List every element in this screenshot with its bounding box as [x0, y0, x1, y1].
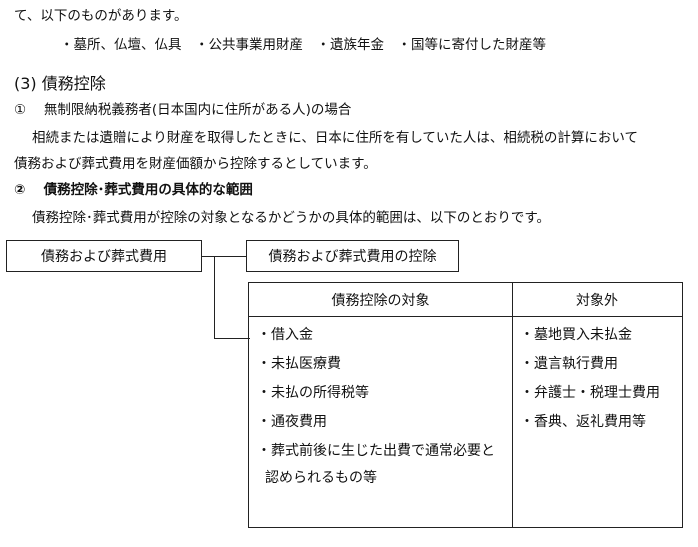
section-heading: (3) 債務控除 — [14, 74, 106, 93]
included-item: ・通夜費用 — [257, 414, 327, 430]
included-item: ・未払の所得税等 — [257, 385, 369, 401]
excluded-item: ・墓地買入未払金 — [520, 327, 632, 343]
table-header-included: 債務控除の対象 — [249, 283, 512, 317]
deduction-box: 債務および葬式費用の控除 — [246, 240, 459, 272]
intro-bullet-list: ・墓所、仏壇、仏具 ・公共事業用財産 ・遺族年金 ・国等に寄付した財産等 — [60, 37, 546, 53]
included-item: ・葬式前後に生じた出費で通常必要と — [257, 443, 495, 459]
excluded-item: ・弁護士・税理士費用 — [520, 385, 660, 401]
deduction-table: 債務控除の対象 対象外 ・借入金 ・未払医療費 ・未払の所得税等 ・通夜費用 ・… — [248, 282, 683, 528]
connector-vertical — [214, 256, 215, 339]
connector-horizontal-bottom — [214, 338, 250, 339]
included-item: ・未払医療費 — [257, 356, 341, 372]
subsection-1-paragraph-line-2: 債務および葬式費用を財産価額から控除するとしています。 — [14, 156, 377, 172]
intro-line-1: て、以下のものがあります。 — [14, 8, 188, 24]
excluded-item: ・香典、返礼費用等 — [520, 414, 646, 430]
included-item: ・借入金 — [257, 327, 313, 343]
subsection-2-title: ② 債務控除･葬式費用の具体的な範囲 — [14, 182, 253, 198]
subsection-2-paragraph: 債務控除･葬式費用が控除の対象となるかどうかの具体的範囲は、以下のとおりです。 — [32, 210, 550, 226]
subsection-1-title: ① 無制限納税義務者(日本国内に住所がある人)の場合 — [14, 102, 352, 118]
subsection-1-paragraph-line-1: 相続または遺贈により財産を取得したときに、日本に住所を有していた人は、相続税の計… — [32, 130, 639, 146]
deduction-label: 債務および葬式費用の控除 — [268, 249, 437, 265]
connector-horizontal-top — [202, 256, 246, 257]
debts-funeral-box: 債務および葬式費用 — [6, 240, 202, 272]
excluded-item: ・遺言執行費用 — [520, 356, 618, 372]
table-header-excluded: 対象外 — [512, 283, 682, 317]
debts-funeral-label: 債務および葬式費用 — [41, 249, 167, 265]
table-column-divider — [512, 283, 513, 527]
included-item-continuation: 認められるもの等 — [265, 470, 377, 486]
